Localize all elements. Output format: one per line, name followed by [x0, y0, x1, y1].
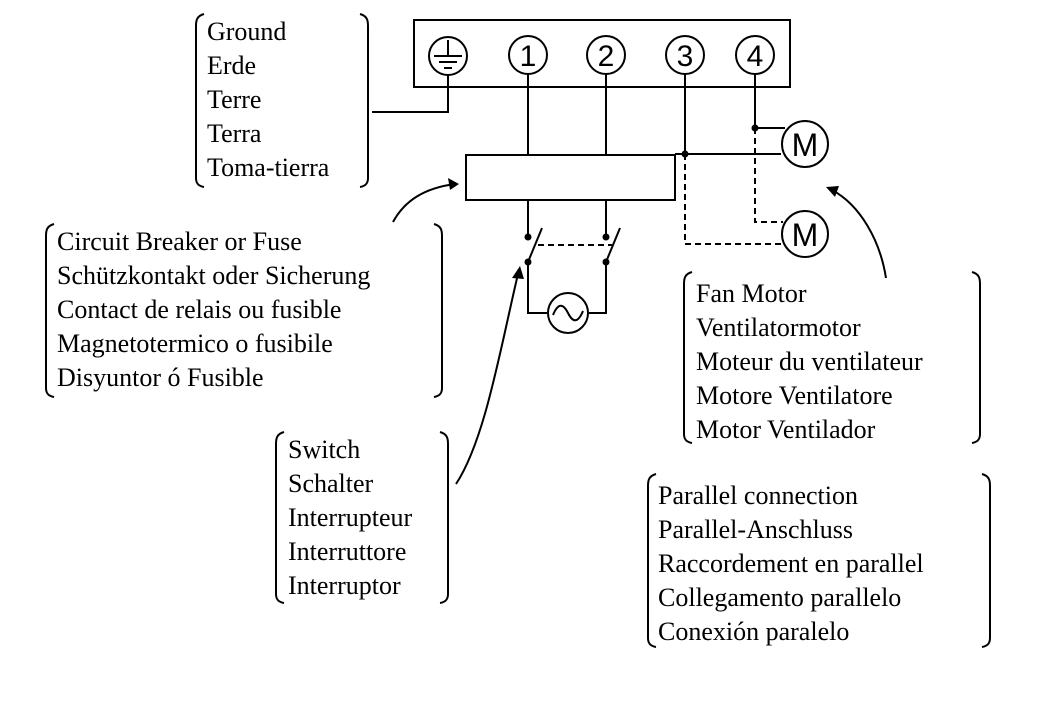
- breaker-label-es: Disyuntor ó Fusible: [57, 363, 264, 392]
- fan-motor-lower-icon: M: [781, 210, 829, 258]
- parallel-label-es: Conexión paralelo: [658, 617, 849, 646]
- parallel-label-bracket: [647, 473, 991, 648]
- ground-wire: [372, 75, 449, 113]
- fan-motor-label: Fan Motor Ventilatormotor Moteur du vent…: [696, 279, 923, 444]
- fan-motor-label-es: Motor Ventilador: [696, 415, 876, 444]
- switch-label-de: Schalter: [288, 469, 374, 498]
- breaker-label-fr: Contact de relais ou fusible: [57, 295, 341, 324]
- terminal-2-label: 2: [598, 40, 615, 73]
- terminal-1: 1: [508, 35, 548, 75]
- switch-label: Switch Schalter Interrupteur Interruttor…: [288, 435, 413, 600]
- breaker-pointer-arrow: [392, 183, 456, 223]
- wire-source-right: [589, 262, 607, 314]
- ground-terminal-icon: [428, 36, 468, 76]
- fan-motor-label-fr: Moteur du ventilateur: [696, 347, 923, 376]
- parallel-label-it: Collegamento parallelo: [658, 583, 901, 612]
- ground-label-es: Toma-tierra: [207, 153, 330, 182]
- fan-motor-upper-icon: M: [781, 120, 829, 168]
- terminal-2: 2: [586, 35, 626, 75]
- switch-label-es: Interruptor: [288, 571, 401, 600]
- fan-motor-label-de: Ventilatormotor: [696, 313, 861, 342]
- fan-motor-label-bracket: [683, 271, 981, 444]
- breaker-label: Circuit Breaker or Fuse Schützkontakt od…: [57, 227, 370, 392]
- terminal-3-label: 3: [677, 40, 694, 73]
- fan-motor-pointer-arrow: [831, 189, 887, 279]
- breaker-box: [465, 154, 676, 201]
- parallel-label-fr: Raccordement en parallel: [658, 549, 924, 578]
- ground-label-fr: Terre: [207, 85, 261, 114]
- parallel-label-de: Parallel-Anschluss: [658, 515, 853, 544]
- parallel-wire-4: [754, 128, 783, 223]
- ground-label-bracket: [195, 13, 369, 188]
- fan-motor-label-en: Fan Motor: [696, 279, 807, 308]
- terminal-4-label: 4: [747, 40, 764, 73]
- parallel-label: Parallel connection Parallel-Anschluss R…: [658, 481, 924, 646]
- arrow-head: [826, 186, 839, 197]
- parallel-label-en: Parallel connection: [658, 481, 858, 510]
- ground-label: Ground Erde Terre Terra Toma-tierra: [207, 17, 330, 182]
- parallel-wire-3: [684, 154, 781, 245]
- arrow-head: [448, 178, 459, 190]
- motor-lower-label: M: [792, 217, 819, 253]
- breaker-label-bracket: [45, 223, 443, 398]
- motor-upper-label: M: [792, 127, 819, 163]
- arrow-head: [512, 266, 524, 279]
- terminal-3: 3: [665, 35, 705, 75]
- terminal-1-label: 1: [520, 40, 537, 73]
- terminal-block: [413, 19, 791, 88]
- breaker-label-it: Magnetotermico o fusibile: [57, 329, 333, 358]
- switch-icon: [524, 227, 621, 266]
- switch-contact-dot: [602, 233, 610, 241]
- fan-motor-label-it: Motore Ventilatore: [696, 381, 893, 410]
- ac-source-icon: [547, 292, 589, 334]
- ground-label-it: Terra: [207, 119, 262, 148]
- ground-label-de: Erde: [207, 51, 256, 80]
- switch-label-en: Switch: [288, 435, 360, 464]
- switch-label-bracket: [275, 431, 449, 604]
- breaker-label-de: Schützkontakt oder Sicherung: [57, 261, 370, 290]
- wire-source-left: [527, 262, 547, 314]
- switch-contact-dot: [524, 233, 532, 241]
- breaker-label-en: Circuit Breaker or Fuse: [57, 227, 302, 256]
- terminal-4: 4: [735, 35, 775, 75]
- switch-label-fr: Interrupteur: [288, 503, 413, 532]
- switch-pointer-arrow: [455, 273, 519, 485]
- switch-label-it: Interruttore: [288, 537, 406, 566]
- ground-label-en: Ground: [207, 17, 286, 46]
